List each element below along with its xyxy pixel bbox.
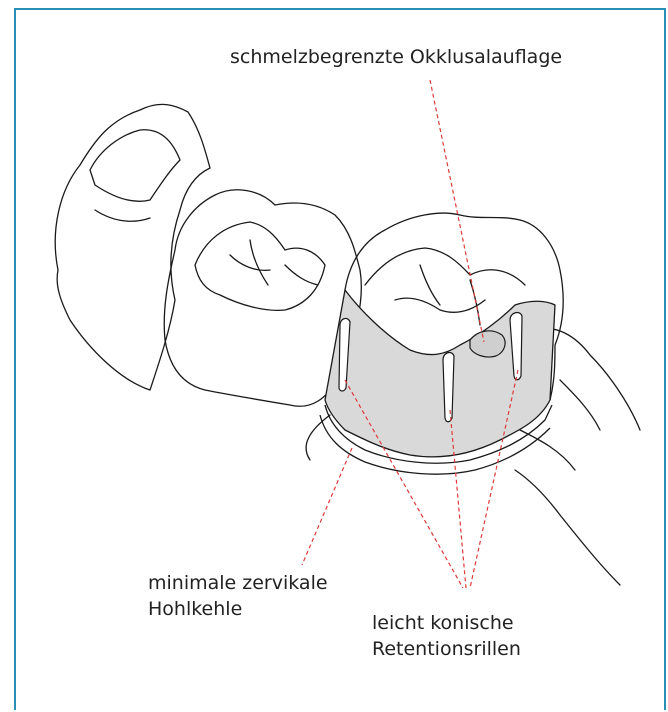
label-grooves-line2: Retentionsrillen (372, 636, 521, 662)
label-cervical-line2: Hohlkehle (148, 596, 328, 622)
back-tooth (55, 104, 210, 390)
label-occlusal-rest-text: schmelzbegrenzte Okklusalauflage (230, 46, 562, 68)
leader-cervical (302, 448, 352, 565)
retention-groove-center (443, 353, 454, 422)
label-cervical-line1: minimale zervikale (148, 570, 328, 596)
label-occlusal-rest: schmelzbegrenzte Okklusalauflage (230, 44, 562, 70)
label-grooves-line1: leicht konische (372, 610, 521, 636)
occlusal-rest (470, 331, 505, 357)
label-retention-grooves: leicht konische Retentionsrillen (372, 610, 521, 662)
label-cervical-chamfer: minimale zervikale Hohlkehle (148, 570, 328, 622)
